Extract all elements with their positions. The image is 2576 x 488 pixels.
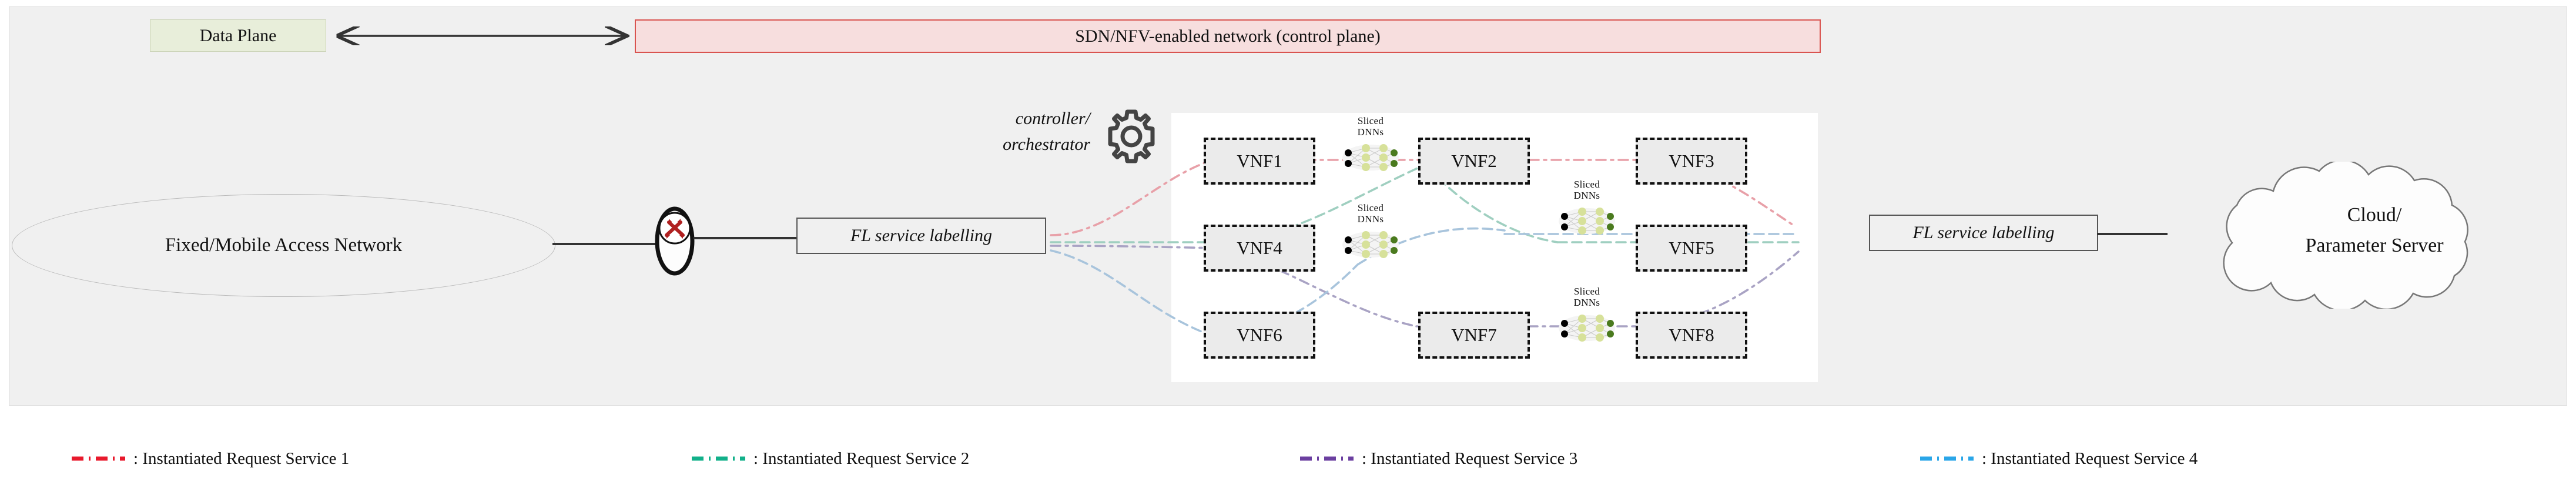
sliced-dnn-a: Sliced DNNs: [1335, 115, 1406, 192]
vnf-box-vnf8[interactable]: VNF8: [1636, 312, 1747, 359]
sliced-dnn-c-line1: Sliced: [1573, 179, 1600, 190]
neural-network-icon: [1559, 208, 1615, 235]
sliced-dnn-a-line2: DNNs: [1357, 126, 1384, 138]
legend-label-service-3: : Instantiated Request Service 3: [1362, 449, 1578, 468]
sliced-dnn-b-line1: Sliced: [1357, 202, 1384, 213]
legend-item-service-1: : Instantiated Request Service 1: [71, 438, 349, 479]
cloud-label-line-2: Parameter Server: [2305, 235, 2444, 256]
vnf-box-vnf5[interactable]: VNF5: [1636, 225, 1747, 272]
sliced-dnn-b-line2: DNNs: [1357, 213, 1384, 225]
legend: : Instantiated Request Service 1 : Insta…: [0, 438, 2576, 479]
router-icon: [655, 206, 695, 276]
cloud-label-line-1: Cloud/: [2347, 204, 2402, 226]
legend-item-service-4: : Instantiated Request Service 4: [1919, 438, 2198, 479]
legend-item-service-2: : Instantiated Request Service 2: [691, 438, 969, 479]
vnf-box-vnf1[interactable]: VNF1: [1204, 138, 1315, 185]
controller-line-2: orchestrator: [1003, 135, 1090, 154]
legend-label-service-1: : Instantiated Request Service 1: [133, 449, 350, 468]
cloud-label: Cloud/ Parameter Server: [2210, 200, 2539, 265]
sliced-dnn-a-line1: Sliced: [1357, 115, 1384, 126]
controller-orchestrator-label: controller/ orchestrator: [914, 106, 1090, 159]
sliced-dnn-d-line1: Sliced: [1573, 286, 1600, 297]
link-access-to-router: [552, 243, 655, 245]
sliced-dnn-d: Sliced DNNs: [1552, 286, 1622, 362]
link-fl-right-to-cloud: [2097, 233, 2168, 235]
neural-network-icon: [1342, 231, 1399, 258]
legend-swatch-service-1: [71, 451, 126, 466]
fl-service-labelling-left: FL service labelling: [796, 218, 1046, 254]
legend-swatch-service-3: [1299, 451, 1355, 466]
legend-swatch-service-2: [691, 451, 746, 466]
sliced-dnn-c-line2: DNNs: [1573, 190, 1600, 201]
neural-network-icon: [1342, 144, 1399, 171]
vnf-box-vnf2[interactable]: VNF2: [1418, 138, 1530, 185]
fl-service-labelling-right: FL service labelling: [1869, 215, 2098, 251]
legend-label-service-4: : Instantiated Request Service 4: [1982, 449, 2198, 468]
bidirectional-arrow-icon: [329, 26, 635, 45]
controller-line-1: controller/: [1015, 109, 1090, 128]
sliced-dnn-d-line2: DNNs: [1573, 297, 1600, 308]
neural-network-icon: [1559, 315, 1615, 342]
cloud-shape: [2223, 162, 2468, 309]
vnf-box-vnf7[interactable]: VNF7: [1418, 312, 1530, 359]
sliced-dnn-b: Sliced DNNs: [1335, 202, 1406, 279]
data-plane-box: Data Plane: [150, 19, 326, 52]
legend-label-service-2: : Instantiated Request Service 2: [753, 449, 970, 468]
link-router-to-fl-left: [694, 237, 799, 239]
vnf-box-vnf6[interactable]: VNF6: [1204, 312, 1315, 359]
vnf-box-vnf4[interactable]: VNF4: [1204, 225, 1315, 272]
control-plane-box: SDN/NFV-enabled network (control plane): [635, 19, 1821, 53]
legend-swatch-service-4: [1919, 451, 1975, 466]
vnf-box-vnf3[interactable]: VNF3: [1636, 138, 1747, 185]
sliced-dnn-c: Sliced DNNs: [1552, 179, 1622, 255]
gear-icon: [1108, 109, 1155, 163]
legend-item-service-3: : Instantiated Request Service 3: [1299, 438, 1577, 479]
access-network-ellipse: Fixed/Mobile Access Network: [12, 194, 555, 297]
